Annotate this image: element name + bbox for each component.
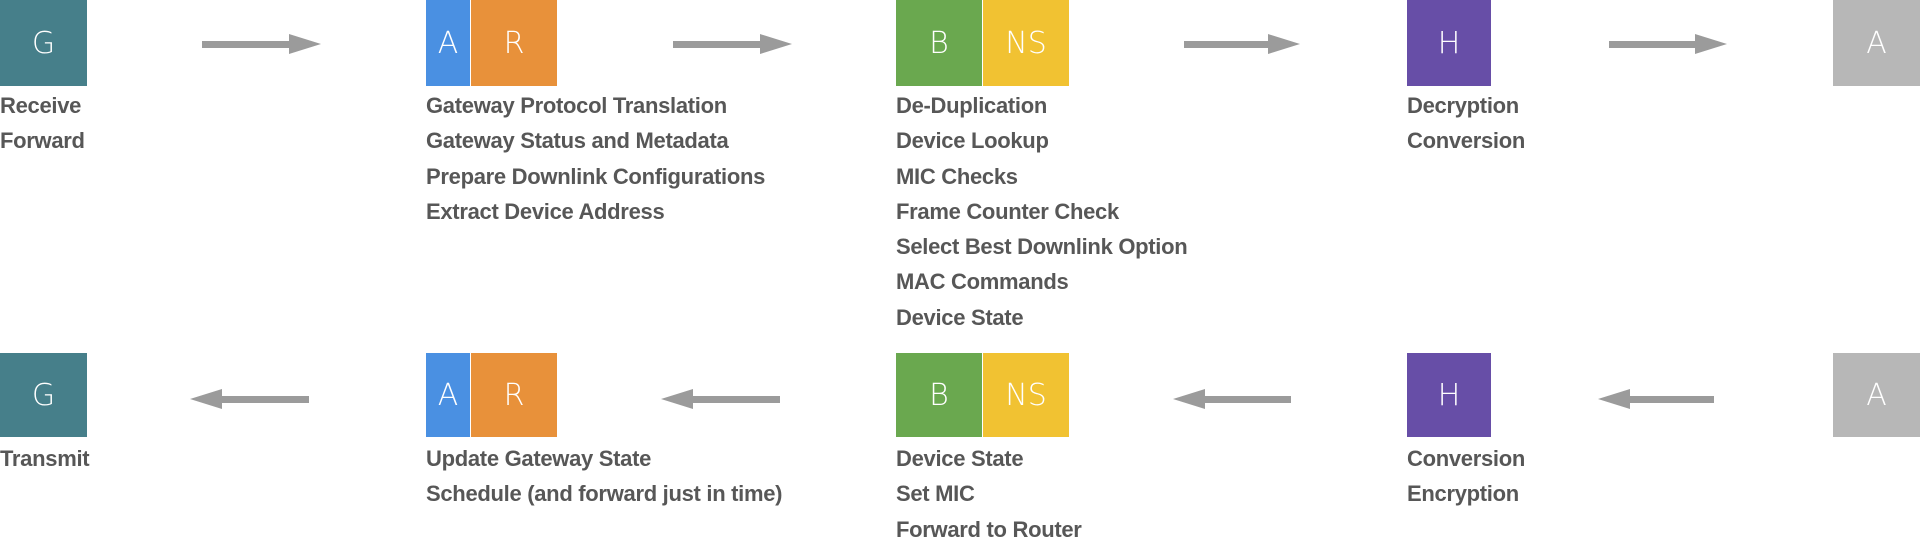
step: Set MIC — [896, 481, 975, 507]
gateway-uplink-steps: Receive Forward — [0, 88, 85, 159]
router-box: R — [471, 353, 557, 437]
arrow-right-icon — [202, 34, 321, 54]
step: Device State — [896, 446, 1024, 471]
arrow-left-icon — [190, 389, 309, 409]
router-downlink-steps: Update Gateway State Schedule (and forwa… — [426, 441, 783, 512]
handler-downlink-steps: Conversion Encryption — [1407, 441, 1525, 512]
application-box: A — [1833, 353, 1920, 437]
step: Receive — [0, 93, 82, 118]
gateway-downlink-steps: Transmit — [0, 441, 90, 476]
step: MAC Commands — [896, 269, 1069, 295]
box-label: G — [31, 25, 56, 61]
arrow-right-icon — [1609, 34, 1727, 54]
arrow-left-icon — [1598, 389, 1714, 409]
step: Conversion — [1407, 446, 1526, 471]
network-server-box: NS — [983, 353, 1069, 437]
broker-downlink-steps: Device State Set MIC Forward to Router — [896, 441, 1082, 547]
step: De-Duplication — [896, 93, 1048, 118]
broker-uplink-steps: De-Duplication Device Lookup MIC Checks … — [896, 88, 1188, 335]
step: Prepare Downlink Configurations — [426, 163, 766, 189]
box-label: NS — [1005, 25, 1047, 61]
step: Decryption — [1407, 93, 1519, 118]
step: Encryption — [1407, 481, 1519, 507]
arrow-left-icon — [1173, 389, 1291, 409]
handler-uplink-steps: Decryption Conversion — [1407, 88, 1525, 159]
a-box: A — [426, 0, 470, 86]
box-label: H — [1437, 377, 1461, 413]
step: Device State — [896, 304, 1024, 330]
step: Transmit — [0, 446, 90, 471]
router-box: R — [471, 0, 557, 86]
step: Device Lookup — [896, 128, 1049, 154]
box-label: H — [1437, 25, 1461, 61]
network-server-box: NS — [983, 0, 1069, 86]
step: Gateway Protocol Translation — [426, 93, 727, 118]
broker-box: B — [896, 0, 982, 86]
box-label: R — [503, 377, 525, 413]
gateway-box: G — [0, 353, 87, 437]
box-label: B — [929, 377, 949, 413]
box-label: B — [929, 25, 949, 61]
handler-box: H — [1407, 0, 1491, 86]
arrow-right-icon — [1184, 34, 1300, 54]
step: Schedule (and forward just in time) — [426, 481, 783, 507]
box-label: A — [1866, 25, 1887, 61]
step: Frame Counter Check — [896, 198, 1119, 224]
box-label: NS — [1005, 377, 1047, 413]
router-uplink-steps: Gateway Protocol Translation Gateway Sta… — [426, 88, 765, 229]
step: Conversion — [1407, 128, 1526, 154]
box-label: R — [503, 25, 525, 61]
step: Select Best Downlink Option — [896, 234, 1188, 260]
handler-box: H — [1407, 353, 1491, 437]
box-label: A — [1866, 377, 1887, 413]
step: MIC Checks — [896, 163, 1018, 189]
application-box: A — [1833, 0, 1920, 86]
arrow-left-icon — [661, 389, 780, 409]
step: Forward to Router — [896, 516, 1082, 542]
step: Update Gateway State — [426, 446, 652, 471]
box-label: A — [437, 377, 459, 413]
arrow-right-icon — [673, 34, 792, 54]
gateway-box: G — [0, 0, 87, 86]
a-box: A — [426, 353, 470, 437]
step: Extract Device Address — [426, 198, 665, 224]
step: Gateway Status and Metadata — [426, 128, 729, 154]
box-label: G — [31, 377, 56, 413]
box-label: A — [437, 25, 459, 61]
step: Forward — [0, 128, 85, 154]
broker-box: B — [896, 353, 982, 437]
